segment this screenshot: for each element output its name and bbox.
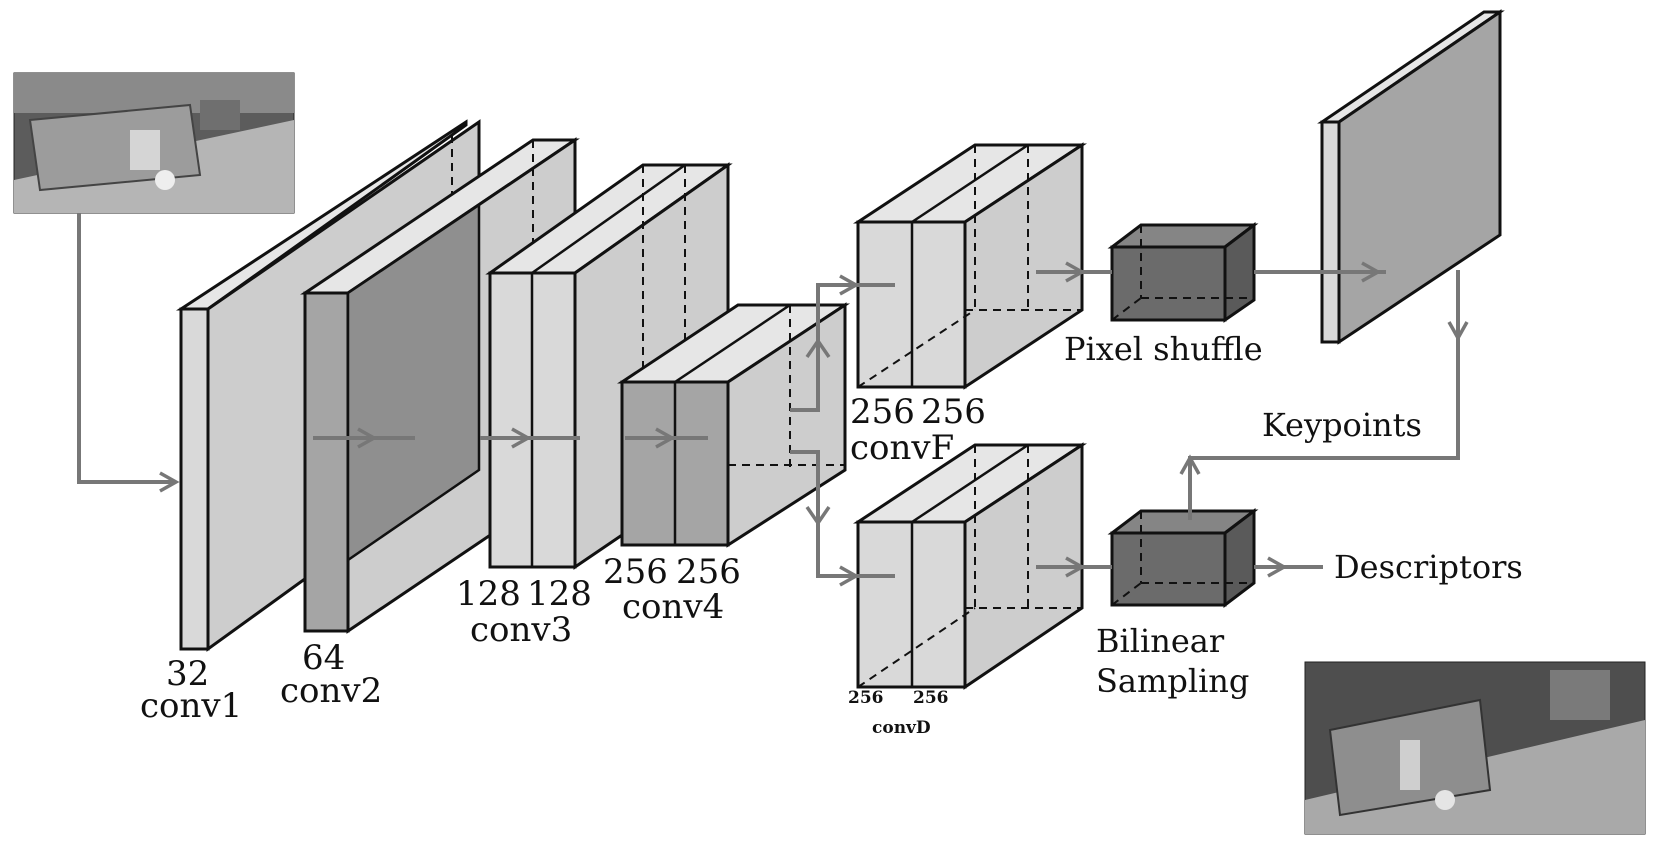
conv3-channels-b: 128: [527, 574, 592, 614]
output-image: [1304, 661, 1646, 835]
convD-channels-b: 256: [913, 688, 949, 708]
bilinear-label-line2: Sampling: [1096, 662, 1249, 700]
convD-label: convD: [872, 718, 931, 738]
keypoints-label: Keypoints: [1262, 406, 1422, 444]
convF-channels-a: 256: [850, 392, 915, 432]
bilinear-sampling-cube: [1107, 507, 1259, 609]
conv3-label: conv3: [470, 610, 572, 650]
pixel-shuffle-label: Pixel shuffle: [1064, 330, 1263, 368]
convF-channels-b: 256: [921, 392, 986, 432]
flow-arrows: [77, 213, 1469, 587]
descriptors-label: Descriptors: [1334, 548, 1523, 586]
conv2-channels: 64: [302, 638, 345, 678]
convF-block: [852, 142, 1088, 390]
conv4-channels-b: 256: [676, 552, 741, 592]
convD-block: [852, 442, 1088, 690]
keypoint-plane: [1317, 9, 1505, 345]
conv1-channels: 32: [166, 654, 209, 694]
bilinear-label-line1: Bilinear: [1096, 622, 1225, 660]
conv1-label: conv1: [140, 686, 242, 726]
input-image: [13, 72, 295, 214]
convF-label: convF: [850, 428, 954, 468]
conv3-channels-a: 128: [456, 574, 521, 614]
convD-channels-a: 256: [848, 688, 884, 708]
conv2-label: conv2: [280, 671, 382, 711]
conv4-channels-a: 256: [603, 552, 668, 592]
conv4-block: [617, 302, 851, 548]
conv4-label: conv4: [622, 587, 724, 627]
pixel-shuffle-cube: [1107, 221, 1259, 323]
